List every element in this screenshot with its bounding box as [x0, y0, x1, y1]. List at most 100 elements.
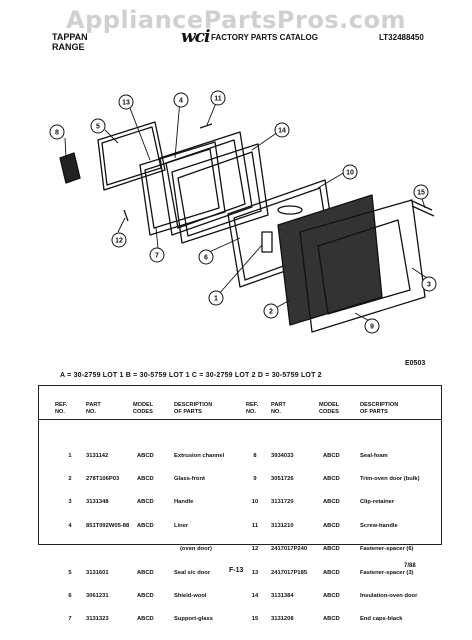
table-row-part: 3131142: [86, 452, 109, 459]
svg-text:5: 5: [96, 124, 100, 131]
svg-text:7: 7: [155, 253, 159, 260]
table-row-desc: Clip-retainer: [360, 499, 395, 506]
callout-3: 3: [421, 276, 437, 292]
col-desc-right: Seal-foam Trim-oven door (bulk) Clip-ret…: [360, 437, 420, 640]
col-part-right: 3934033 3051726 3131720 3131210 2417017P…: [271, 437, 307, 640]
table-row-codes: ABCD: [137, 616, 154, 623]
table-row-ref: 6: [68, 592, 72, 599]
table-row-desc: Shield-wool: [174, 592, 207, 599]
parts-table: [38, 385, 442, 545]
table-row-codes: ABCD: [323, 499, 340, 506]
header-ref-right: REF.NO.: [246, 402, 259, 415]
callout-14: 14: [274, 122, 290, 138]
callout-6: 6: [198, 249, 214, 265]
catalog-title: FACTORY PARTS CATALOG: [211, 33, 318, 42]
table-row-ref: 12: [251, 546, 259, 553]
table-row-codes: ABCD: [137, 522, 154, 529]
callout-13: 13: [118, 94, 134, 110]
part-screw: [199, 123, 213, 129]
table-row-desc: Trim-oven door (bulk): [360, 475, 420, 482]
model-number: LT32488450: [379, 33, 424, 42]
part-liner: [159, 131, 253, 236]
callout-12: 12: [111, 232, 127, 248]
wci-logo: wci: [181, 27, 210, 47]
brand-block: TAPPAN RANGE: [52, 32, 88, 52]
table-row-codes: ABCD: [137, 475, 154, 482]
col-codes-right: ABCD ABCD ABCD ABCD ABCD ABCD ABCD ABCD: [323, 437, 340, 640]
lot-legend: A = 30-2759 LOT 1 B = 30-5759 LOT 1 C = …: [60, 372, 322, 379]
part-seal-frame: [97, 121, 166, 191]
revision-date: 7/88: [404, 563, 416, 569]
product-type: RANGE: [52, 42, 85, 52]
table-row-ref: 15: [251, 616, 259, 623]
callout-2: 2: [263, 303, 279, 319]
table-row-desc: Insulation-oven door: [360, 592, 418, 599]
header-ref-left: REF.NO.: [55, 402, 68, 415]
page-number: F-13: [229, 567, 244, 574]
table-row-desc: Seal s/c door: [174, 569, 211, 576]
table-row-desc: Liner: [174, 522, 189, 529]
part-foam-seal: [59, 152, 81, 184]
svg-text:13: 13: [122, 100, 130, 107]
parts-catalog-page: AppliancePartsPros.com TAPPAN RANGE wci …: [38, 6, 442, 622]
table-row-part: 3934033: [271, 452, 294, 459]
svg-text:8: 8: [55, 130, 59, 137]
svg-text:15: 15: [417, 190, 425, 197]
table-row-codes: ABCD: [323, 475, 340, 482]
svg-text:10: 10: [346, 170, 354, 177]
svg-text:14: 14: [278, 128, 286, 135]
table-row-codes: ABCD: [323, 592, 340, 599]
callout-5: 5: [90, 118, 106, 134]
table-row-desc: Glass-front: [174, 475, 205, 482]
table-row-part: 3131384: [271, 592, 294, 599]
brand-name: TAPPAN: [52, 32, 88, 42]
table-row-part: 3131208: [271, 616, 294, 623]
table-row-ref: 4: [68, 522, 72, 529]
table-row-ref: 14: [251, 592, 259, 599]
table-row-desc: Handle: [174, 499, 194, 506]
table-row-desc: Extrusion channel: [174, 452, 225, 459]
table-row-ref: 5: [68, 569, 72, 576]
callout-9: 9: [364, 318, 380, 334]
col-ref-right: 8 9 10 11 12 13 14 15: [249, 437, 261, 640]
col-desc-left: Extrusion channel Glass-front Handle Lin…: [174, 437, 224, 640]
table-row-codes: ABCD: [137, 499, 154, 506]
table-row-desc: Fastener-spacer (3): [360, 569, 414, 576]
table-row-ref: 7: [68, 616, 72, 623]
table-row-part: 2417017P240: [271, 546, 308, 553]
col-part-left: 3131142 278T106P03 3131348 851T092W05-88…: [86, 437, 129, 640]
diagram-code: E0503: [405, 360, 426, 367]
table-row-ref: 2: [68, 475, 72, 482]
table-row-desc: Seal-foam: [360, 452, 388, 459]
table-header-rule: [39, 419, 441, 420]
table-row-part: 278T106P03: [86, 475, 120, 482]
callout-8: 8: [49, 124, 65, 140]
table-row-part: 3131323: [86, 616, 109, 623]
table-row-codes: ABCD: [323, 569, 340, 576]
table-row-desc: Screw-handle: [360, 522, 398, 529]
table-row-part: 3131210: [271, 522, 294, 529]
callout-7: 7: [149, 247, 165, 263]
table-row-codes: ABCD: [137, 592, 154, 599]
exploded-door-diagram: 8 5 13 4 11 14 10 15 12 7 6 1 2 3 9: [49, 90, 437, 334]
svg-text:2: 2: [269, 309, 273, 316]
part-insulation: [171, 143, 269, 244]
svg-text:4: 4: [179, 98, 183, 105]
table-row-desc: End caps-black: [360, 616, 403, 623]
svg-text:9: 9: [370, 324, 374, 331]
table-row-ref: 1: [68, 452, 72, 459]
svg-text:11: 11: [214, 96, 222, 103]
callout-15: 15: [413, 184, 429, 200]
table-row-desc: Support-glass: [174, 616, 213, 623]
table-row-codes: ABCD: [137, 452, 154, 459]
table-row-ref: 10: [251, 499, 259, 506]
svg-text:12: 12: [115, 238, 123, 245]
table-row-part: 3051726: [271, 475, 294, 482]
callout-1: 1: [208, 290, 224, 306]
table-row-ref: [66, 546, 74, 554]
